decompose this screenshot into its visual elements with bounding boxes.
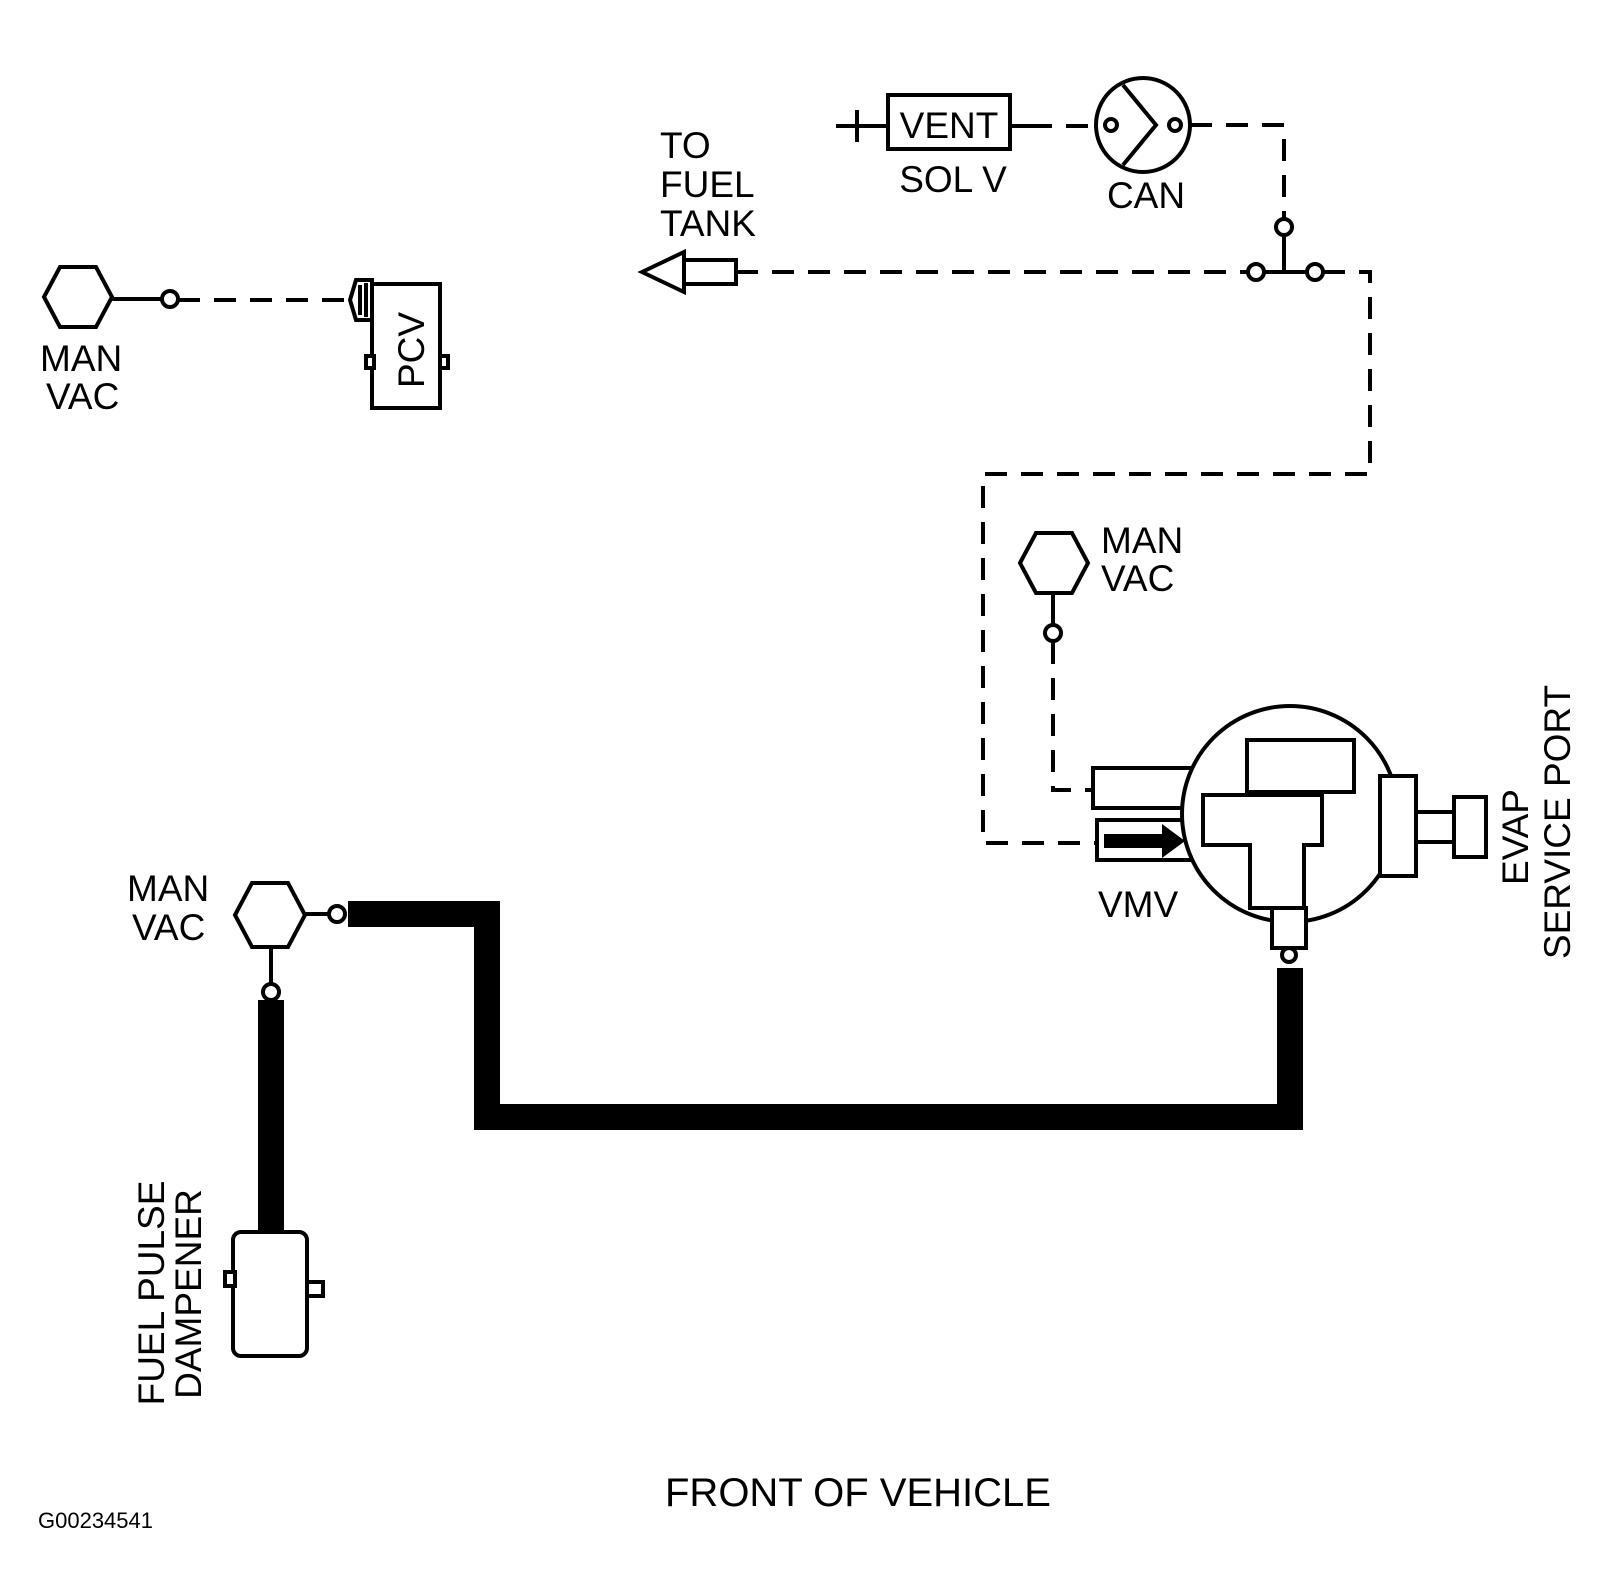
canister: CAN — [1094, 76, 1192, 216]
pcv-valve: PCV — [347, 278, 450, 410]
figure-id-label: G00234541 — [38, 1508, 153, 1533]
manifold-vacuum-source-pcv: MAN VAC — [40, 265, 180, 417]
evap-service-port-cap — [1452, 795, 1488, 859]
fuel-label: FUEL — [660, 164, 755, 205]
to-label: TO — [660, 125, 711, 166]
vent-label: VENT — [900, 105, 999, 146]
vmv-valve: VMV EVAP SERVICE PORT — [1091, 685, 1578, 964]
tee-to-vmv-hose — [981, 270, 1372, 845]
manifold-vacuum-source-lower: MAN VAC — [127, 868, 347, 1002]
man-label-vmv: MAN — [1101, 520, 1183, 561]
vac-label-pcv: VAC — [46, 376, 119, 417]
vmv-label: VMV — [1098, 884, 1179, 925]
hose-tee-fitting — [1246, 217, 1325, 282]
vac-label-lower: VAC — [132, 907, 205, 948]
vent-solenoid-group: VENT SOL V — [836, 93, 1030, 200]
man-label-lower: MAN — [127, 868, 209, 909]
can-label: CAN — [1107, 175, 1185, 216]
vac-label-vmv: VAC — [1101, 558, 1174, 599]
dampener-label: DAMPENER — [168, 1189, 209, 1399]
vmv-main-vacuum-hose — [348, 901, 1303, 1130]
evap-label: EVAP — [1495, 789, 1536, 885]
vmv-vacuum-signal-hose — [1051, 642, 1095, 792]
to-fuel-tank-arrow: TO FUEL TANK — [637, 125, 756, 296]
fuel-pulse-label: FUEL PULSE — [131, 1181, 172, 1406]
sol-v-label: SOL V — [899, 159, 1007, 200]
pcv-label: PCV — [391, 312, 432, 388]
manifold-vacuum-source-vmv: MAN VAC — [1017, 520, 1183, 643]
canister-purge-hose — [1190, 123, 1286, 222]
fuel-pulse-dampener: FUEL PULSE DAMPENER — [131, 1181, 325, 1406]
man-label-pcv: MAN — [40, 338, 122, 379]
front-of-vehicle-label: FRONT OF VEHICLE — [665, 1471, 1051, 1515]
tank-label: TANK — [660, 203, 756, 244]
vent-solenoid-box — [886, 93, 1012, 151]
service-port-label: SERVICE PORT — [1537, 685, 1578, 959]
